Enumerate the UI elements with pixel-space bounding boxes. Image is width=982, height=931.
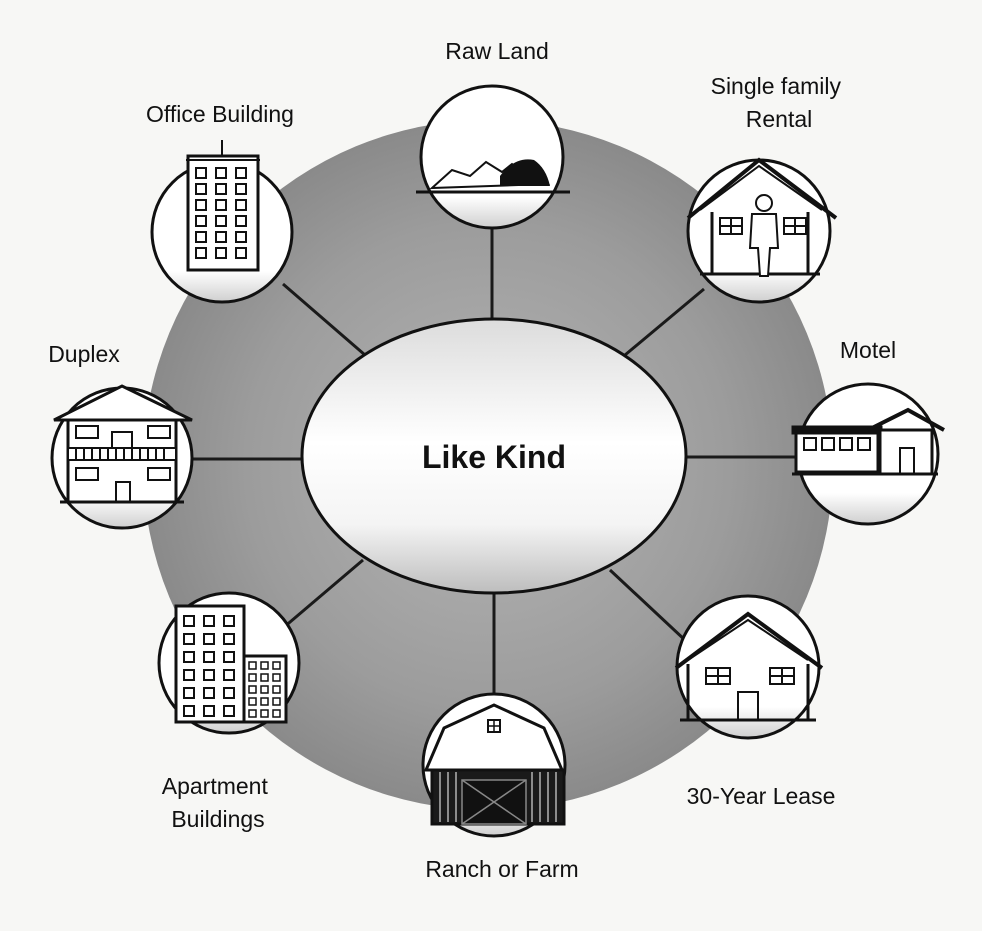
label-motel: Motel <box>840 337 896 363</box>
house-icon <box>674 611 824 722</box>
node-apartment-buildings: Apartment Buildings <box>157 591 301 832</box>
label-30-year-lease: 30-Year Lease <box>687 783 836 809</box>
connector-lines <box>191 228 800 695</box>
office-building-icon <box>186 140 260 272</box>
node-duplex: Duplex <box>48 341 194 530</box>
label-duplex: Duplex <box>48 341 120 367</box>
spoke-single-family-rental <box>624 287 705 357</box>
duplex-icon <box>53 384 193 504</box>
node-raw-land: Raw Land <box>416 38 570 230</box>
label-single-family-rental: Single family Rental <box>711 73 848 132</box>
label-office-building: Office Building <box>146 101 294 127</box>
node-motel: Motel <box>791 337 945 526</box>
motel-icon <box>791 407 945 476</box>
house-with-person-icon <box>686 157 838 277</box>
label-ranch-or-farm: Ranch or Farm <box>425 856 578 882</box>
apartment-icon <box>174 604 288 724</box>
center-label: Like Kind <box>422 439 566 475</box>
node-30-year-lease: 30-Year Lease <box>674 594 836 809</box>
label-raw-land: Raw Land <box>445 38 549 64</box>
barn-icon <box>423 703 566 826</box>
land-icon <box>416 159 570 194</box>
node-single-family-rental: Single family Rental <box>686 73 848 304</box>
spoke-apartment-buildings <box>282 558 364 630</box>
node-office-building: Office Building <box>146 101 294 304</box>
spoke-office-building <box>282 282 366 357</box>
center-node: Like Kind <box>300 317 688 595</box>
spoke-30-year-lease <box>608 568 688 643</box>
node-ranch-or-farm: Ranch or Farm <box>421 692 579 882</box>
label-apartment-buildings: Apartment Buildings <box>162 773 275 832</box>
